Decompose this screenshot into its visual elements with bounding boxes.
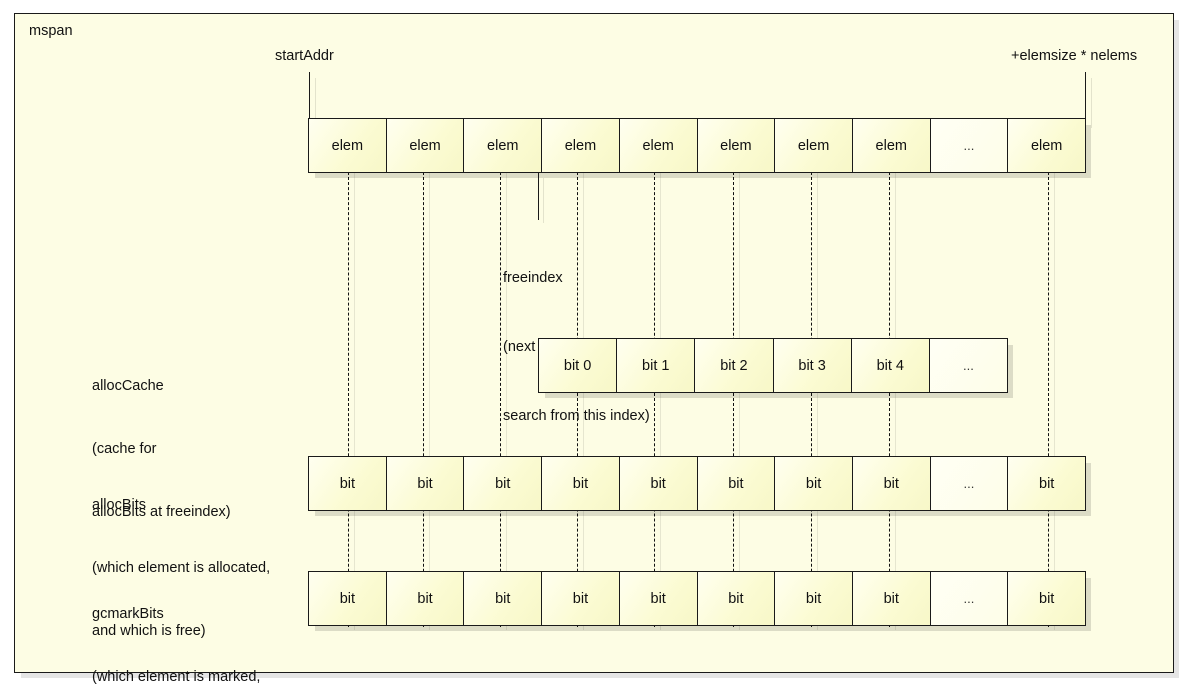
freeindex-annotation-line3: search from this index) (503, 408, 650, 424)
gcmarkbits-label: gcmarkBits (which element is marked, and… (92, 562, 260, 690)
guide-faint-7 (895, 170, 896, 630)
allocbits-label-line1: allocBits (92, 497, 146, 513)
elem-cell: elem (309, 119, 387, 172)
elem-cell: elem (464, 119, 543, 172)
alloccache-label-line1: allocCache (92, 378, 164, 394)
allocbits-label: allocBits (which element is allocated, a… (92, 453, 270, 684)
alloccache-label-line3: allocBits at freeindex) (92, 504, 231, 520)
elemsize-nelems-label: +elemsize * nelems (1011, 48, 1138, 64)
startaddr-leader-line (309, 72, 310, 119)
allocbits-bit-cell: bit (542, 457, 620, 510)
allocbits-bit-cell: bit (464, 457, 543, 510)
guide-faint-5 (739, 170, 740, 630)
allocbits-bit-cell: ... (930, 457, 1009, 510)
guide-dashed-8 (1048, 172, 1049, 627)
elemsize-nelems-leader-line-shadow (1091, 78, 1092, 128)
allocbits-label-line2: (which element is allocated, (92, 560, 271, 576)
elem-cell: elem (619, 119, 698, 172)
allocbits-label-line3: and which is free) (92, 623, 206, 639)
freeindex-annotation-line1: freeindex (503, 270, 563, 286)
allocbits-bit-cell: bit (1008, 457, 1086, 510)
guide-dashed-2 (500, 172, 501, 627)
freeindex-leader-line (538, 173, 539, 220)
guide-dashed-3 (577, 172, 578, 627)
gcmarkbits-bit-cell: bit (619, 572, 698, 625)
guide-faint-0 (354, 170, 355, 630)
allocbits-bit-cell: bit (309, 457, 387, 510)
guide-faint-1 (429, 170, 430, 630)
guide-faint-2 (506, 170, 507, 630)
elemsize-nelems-leader-line (1085, 72, 1086, 119)
gcmarkbits-bit-cell: bit (542, 572, 620, 625)
elem-cell: elem (852, 119, 931, 172)
alloccache-bit-cell: bit 4 (851, 339, 930, 392)
alloccache-bit-cell: bit 3 (773, 339, 852, 392)
alloccache-label-line2: (cache for (92, 441, 157, 457)
gcmarkbits-bit-cell: bit (464, 572, 543, 625)
alloccache-bit-cell: bit 1 (617, 339, 696, 392)
guide-dashed-0 (348, 172, 349, 627)
gcmarkbits-bit-cell: bit (852, 572, 931, 625)
gcmarkbits-bit-cell: ... (930, 572, 1009, 625)
guide-faint-3 (583, 170, 584, 630)
startaddr-leader-line-shadow (315, 78, 316, 125)
allocbits-bit-cell: bit (697, 457, 776, 510)
gcmarkbits-bit-cell: bit (309, 572, 387, 625)
elem-cell: elem (697, 119, 776, 172)
gcmarkbits-bit-cell: bit (1008, 572, 1086, 625)
guide-dashed-7 (889, 172, 890, 627)
guide-faint-4 (660, 170, 661, 630)
gcmarkbits-label-line2: (which element is marked, (92, 669, 261, 685)
gcmarkbits-bit-cell: bit (775, 572, 853, 625)
gcmarkbits-bit-cell: bit (697, 572, 776, 625)
elem-cell: elem (542, 119, 620, 172)
elem-cell: elem (775, 119, 853, 172)
guide-dashed-5 (733, 172, 734, 627)
allocbits-bit-cell: bit (386, 457, 465, 510)
allocbits-bit-cell: bit (852, 457, 931, 510)
mspan-title: mspan (29, 23, 73, 39)
alloccache-bit-cell: bit 2 (695, 339, 774, 392)
allocbits-bit-cell: bit (775, 457, 853, 510)
freeindex-leader-line-shadow (543, 178, 544, 223)
allocbits-bit-cell: bit (619, 457, 698, 510)
guide-dashed-4 (654, 172, 655, 627)
gcmarkbits-bit-cell: bit (386, 572, 465, 625)
elem-cell: elem (386, 119, 465, 172)
alloccache-bit-cell: ... (929, 339, 1008, 392)
guide-faint-8 (1054, 170, 1055, 630)
elem-cell: elem (1008, 119, 1086, 172)
startaddr-label: startAddr (275, 48, 334, 64)
alloccache-bit-cell: bit 0 (539, 339, 618, 392)
guide-faint-6 (817, 170, 818, 630)
guide-dashed-6 (811, 172, 812, 627)
alloccache-label: allocCache (cache for allocBits at freei… (92, 334, 231, 565)
gcmarkbits-label-line1: gcmarkBits (92, 606, 164, 622)
guide-dashed-1 (423, 172, 424, 627)
elem-cell: ... (930, 119, 1009, 172)
